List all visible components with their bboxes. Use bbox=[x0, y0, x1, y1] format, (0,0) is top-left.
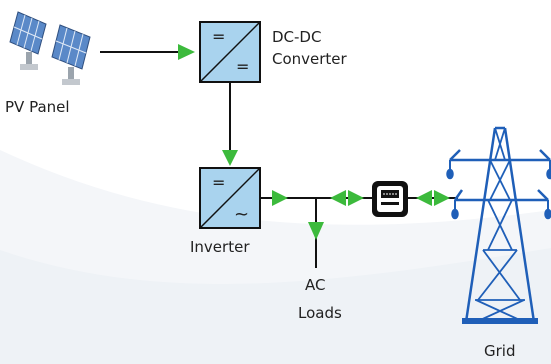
inverter-icon: = ~ bbox=[199, 167, 261, 229]
ac-loads-label-line2: Loads bbox=[298, 304, 342, 322]
background-waves bbox=[0, 150, 551, 364]
arrow-meter-right-2 bbox=[434, 190, 450, 206]
pv-panel-label: PV Panel bbox=[5, 98, 70, 116]
solar-panel-icon bbox=[9, 11, 91, 85]
ac-loads-label-line1: AC bbox=[305, 276, 325, 294]
transmission-tower-icon bbox=[446, 126, 551, 324]
arrow-to-ac-loads bbox=[308, 222, 324, 240]
grid-label: Grid bbox=[484, 342, 515, 360]
arrow-to-converter bbox=[178, 44, 195, 60]
dcdc-label-line1: DC-DC bbox=[272, 28, 321, 46]
dc-output-symbol: = bbox=[236, 57, 249, 76]
meter-icon bbox=[372, 181, 408, 217]
flow-arrows bbox=[178, 44, 450, 240]
arrow-meter-left-1 bbox=[330, 190, 346, 206]
dcdc-label-line2: Converter bbox=[272, 50, 348, 68]
arrow-meter-right-1 bbox=[416, 190, 432, 206]
arrow-inverter-out bbox=[272, 190, 288, 206]
arrow-meter-left-2 bbox=[348, 190, 364, 206]
dc-input-symbol: = bbox=[212, 27, 225, 46]
inverter-dc-symbol: = bbox=[212, 173, 225, 192]
inverter-label: Inverter bbox=[190, 238, 250, 256]
arrow-to-inverter bbox=[222, 150, 238, 166]
dc-dc-converter-icon: = = bbox=[199, 21, 261, 83]
inverter-ac-symbol: ~ bbox=[234, 204, 249, 225]
